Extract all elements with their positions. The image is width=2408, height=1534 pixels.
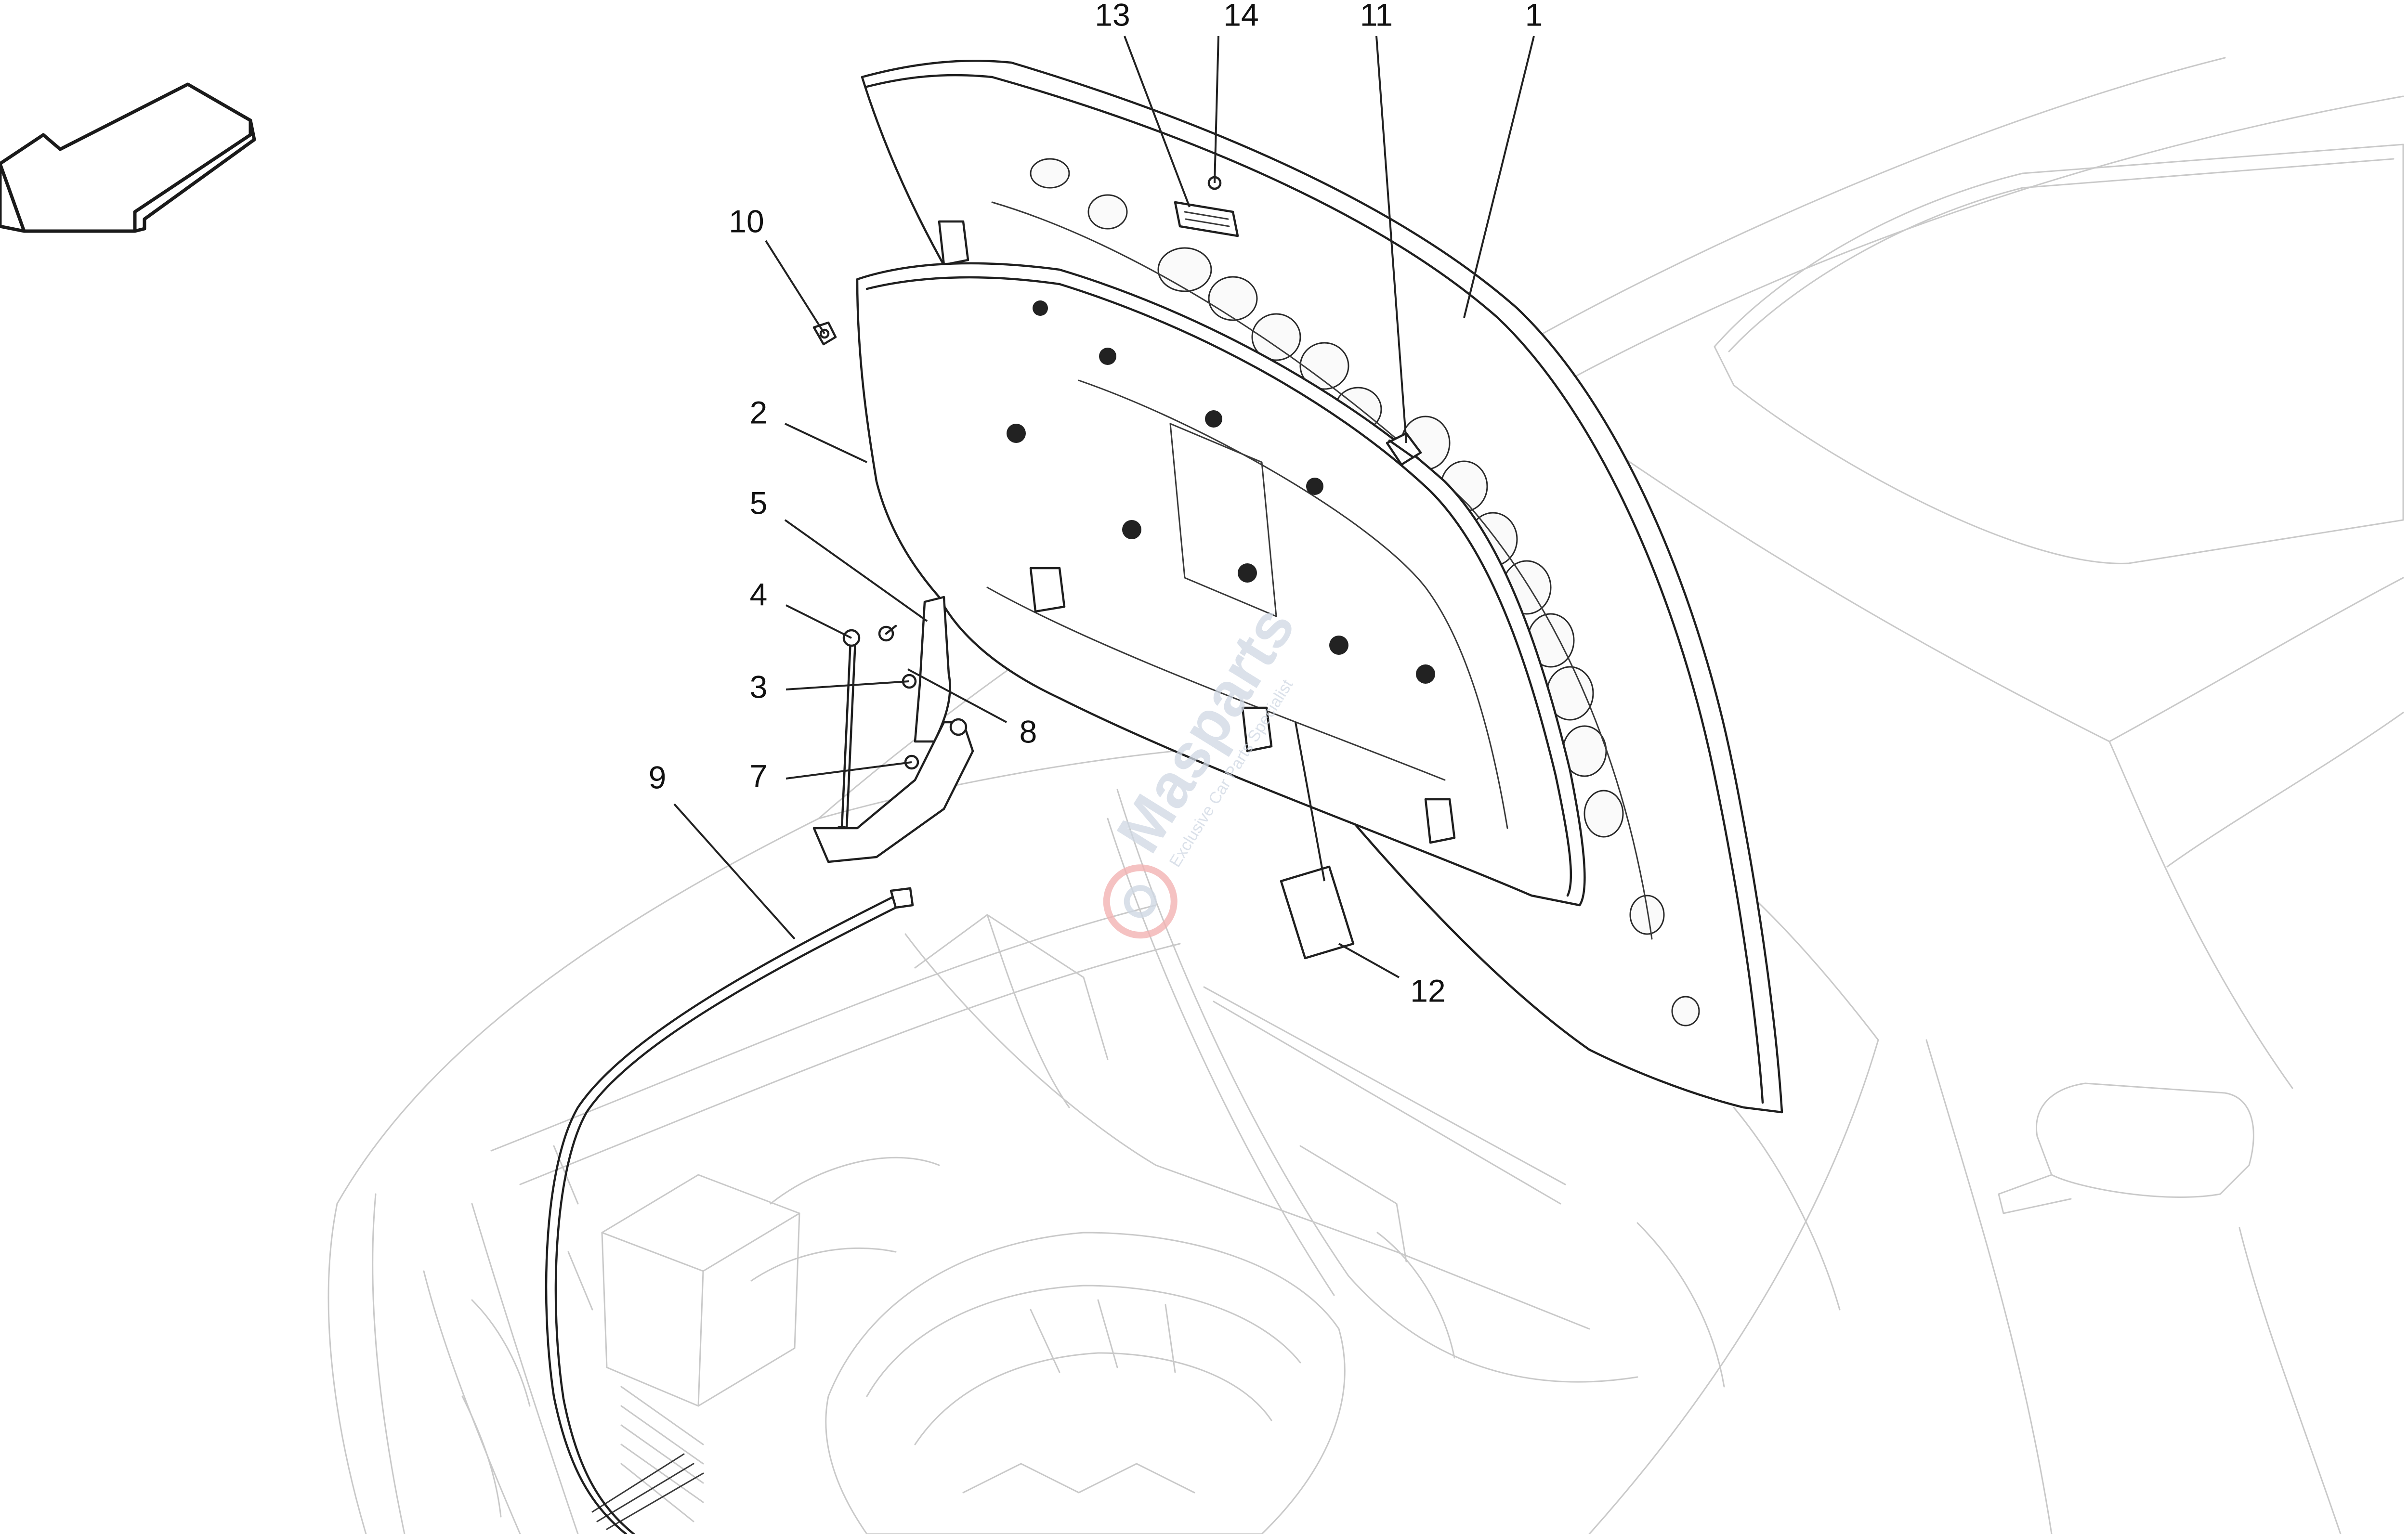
callout-labels: 1 2 3 4 5 7 8 9 10 11 12 13 14: [649, 0, 1543, 1008]
callout-2: 2: [750, 394, 768, 430]
leader-4: [785, 604, 852, 639]
callout-11: 11: [1360, 0, 1393, 32]
callout-12: 12: [1410, 973, 1445, 1008]
leader-12: [1338, 943, 1400, 978]
leader-5: [784, 519, 928, 622]
hood-hinge-assembly: [812, 596, 974, 863]
callout-3: 3: [750, 669, 768, 704]
callout-4: 4: [750, 576, 768, 612]
leader-10: [765, 240, 825, 335]
leader-3: [785, 680, 910, 690]
callout-14: 14: [1223, 0, 1258, 32]
leader-2: [785, 423, 867, 463]
callout-5: 5: [750, 485, 768, 520]
leader-lines: [673, 36, 1535, 978]
callout-7: 7: [750, 758, 768, 793]
callout-13: 13: [1095, 0, 1130, 32]
leader-12b: [1295, 722, 1325, 882]
callout-9: 9: [649, 759, 667, 795]
leader-9: [673, 803, 796, 940]
leader-14: [1214, 36, 1219, 183]
hood-release-cable: [545, 887, 914, 1534]
leader-8: [907, 668, 1007, 723]
callout-1: 1: [1525, 0, 1543, 32]
callout-8: 8: [1020, 714, 1037, 749]
callout-10: 10: [729, 203, 764, 239]
watermark-logo-icon: [1103, 864, 1178, 939]
leader-1: [1463, 36, 1535, 318]
leader-11: [1375, 36, 1407, 443]
leader-7: [785, 761, 912, 780]
front-direction-arrow-icon: [0, 82, 256, 233]
leader-13: [1124, 36, 1191, 208]
